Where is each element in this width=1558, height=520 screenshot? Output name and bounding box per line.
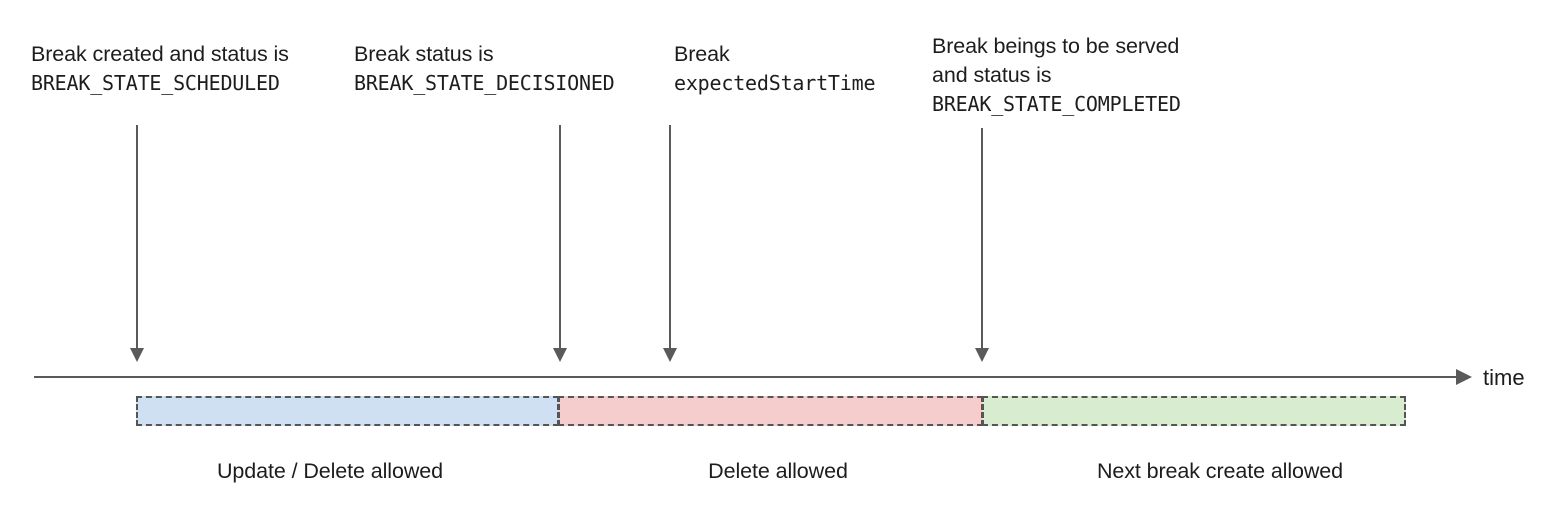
pointer-stem xyxy=(981,128,983,349)
time-axis-line xyxy=(34,376,1470,378)
pointer-stem xyxy=(136,125,138,349)
pointer-arrowhead xyxy=(130,348,144,362)
annotation-break-completed: Break beings to be served and status is … xyxy=(932,32,1181,119)
annotation-break-decisioned: Break status is BREAK_STATE_DECISIONED xyxy=(354,40,615,98)
phase-caption-completed: Next break create allowed xyxy=(1096,459,1344,483)
pointer-arrow-down-icon xyxy=(974,128,990,362)
phase-caption-decisioned: Delete allowed xyxy=(708,459,848,483)
phase-bar-decisioned xyxy=(558,396,983,426)
annotation-line: Break status is xyxy=(354,42,494,66)
phase-bar-completed xyxy=(982,396,1406,426)
pointer-arrow-down-icon xyxy=(662,125,678,362)
annotation-line: and status is xyxy=(932,63,1052,87)
phase-caption-scheduled: Update / Delete allowed xyxy=(217,459,443,483)
annotation-line: BREAK_STATE_DECISIONED xyxy=(354,71,615,95)
annotation-line: Break created and status is xyxy=(31,42,289,66)
annotation-expected-start-time: Break expectedStartTime xyxy=(674,40,876,98)
time-axis-label: time xyxy=(1483,365,1525,390)
pointer-arrowhead xyxy=(663,348,677,362)
phase-bar-scheduled xyxy=(136,396,559,426)
pointer-arrow-down-icon xyxy=(129,125,145,362)
pointer-arrow-down-icon xyxy=(552,125,568,362)
arrow-right-icon xyxy=(1456,369,1472,385)
annotation-line: Break xyxy=(674,42,730,66)
annotation-line: BREAK_STATE_SCHEDULED xyxy=(31,71,280,95)
annotation-break-created: Break created and status is BREAK_STATE_… xyxy=(31,40,289,98)
pointer-arrowhead xyxy=(553,348,567,362)
pointer-stem xyxy=(669,125,671,349)
pointer-arrowhead xyxy=(975,348,989,362)
annotation-line: BREAK_STATE_COMPLETED xyxy=(932,92,1181,116)
annotation-line: Break beings to be served xyxy=(932,34,1180,58)
pointer-stem xyxy=(559,125,561,349)
annotation-line: expectedStartTime xyxy=(674,71,876,95)
